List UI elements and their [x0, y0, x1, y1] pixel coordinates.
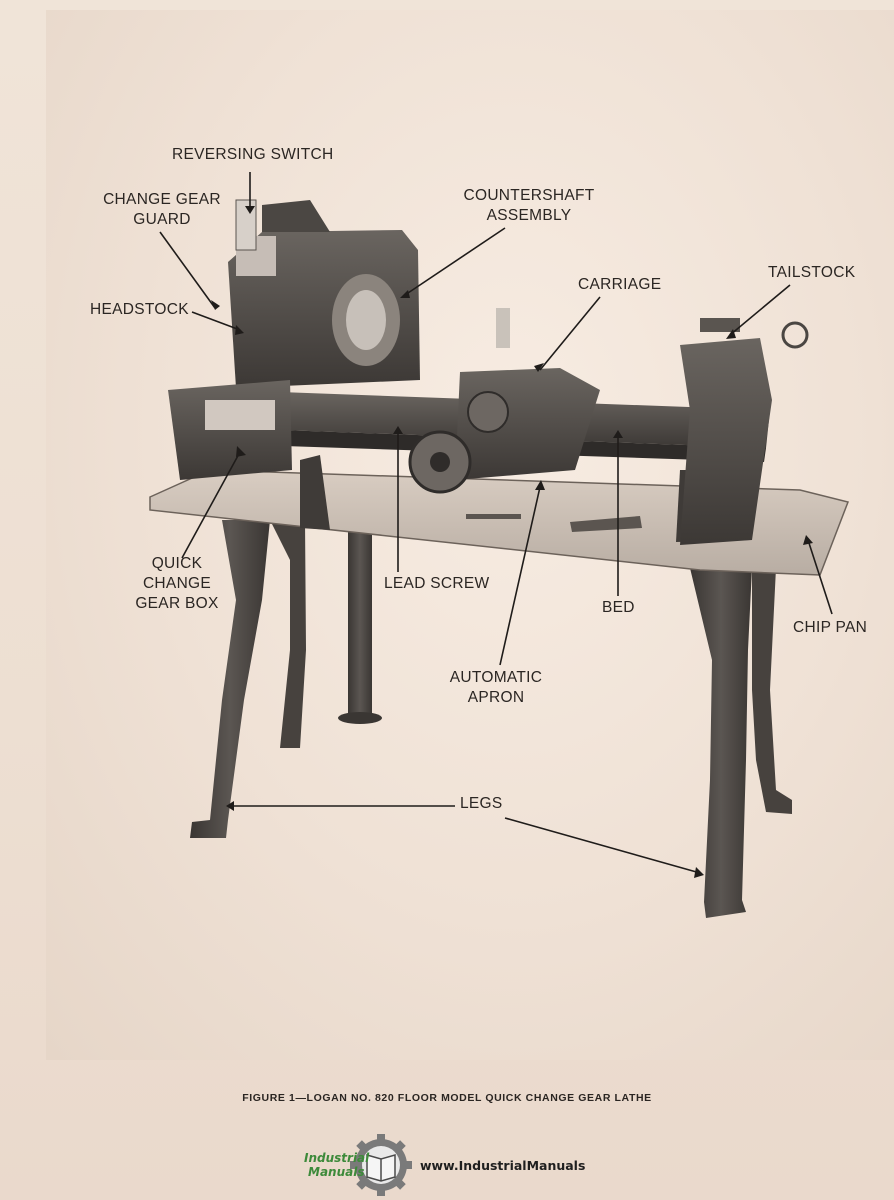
label-lead-screw: LEAD SCREW [384, 575, 490, 592]
label-line: CHANGE GEAR [103, 191, 221, 208]
logo-line2: Manuals [308, 1165, 365, 1179]
website-link[interactable]: www.IndustrialManuals [420, 1158, 586, 1173]
label-automatic-apron: AUTOMATIC APRON [440, 668, 552, 708]
label-reversing-switch: REVERSING SWITCH [172, 146, 334, 163]
label-line: AUTOMATIC [449, 669, 543, 686]
label-line: COUNTERSHAFT [463, 187, 595, 204]
label-legs: LEGS [460, 795, 503, 812]
label-tailstock: TAILSTOCK [768, 264, 856, 281]
label-line: CHANGE [142, 575, 212, 592]
gear-book-logo-icon [350, 1134, 412, 1196]
label-line: ASSEMBLY [486, 207, 572, 224]
label-headstock: HEADSTOCK [90, 301, 189, 318]
label-line: GUARD [133, 211, 191, 228]
label-line: GEAR BOX [135, 595, 219, 612]
label-carriage: CARRIAGE [578, 276, 662, 293]
label-chip-pan: CHIP PAN [793, 619, 868, 636]
label-countershaft-assembly: COUNTERSHAFT ASSEMBLY [460, 186, 598, 226]
label-bed: BED [602, 599, 635, 616]
logo-line1: Industrial [304, 1151, 370, 1165]
label-line: QUICK [151, 555, 203, 572]
industrial-manuals-logo: Industrial Manuals [300, 1134, 420, 1196]
label-change-gear-guard: CHANGE GEAR GUARD [96, 190, 228, 230]
label-line: APRON [467, 689, 525, 706]
figure-caption: FIGURE 1—LOGAN NO. 820 FLOOR MODEL QUICK… [242, 1092, 652, 1104]
label-quick-change-gear-box: QUICK CHANGE GEAR BOX [128, 554, 226, 614]
